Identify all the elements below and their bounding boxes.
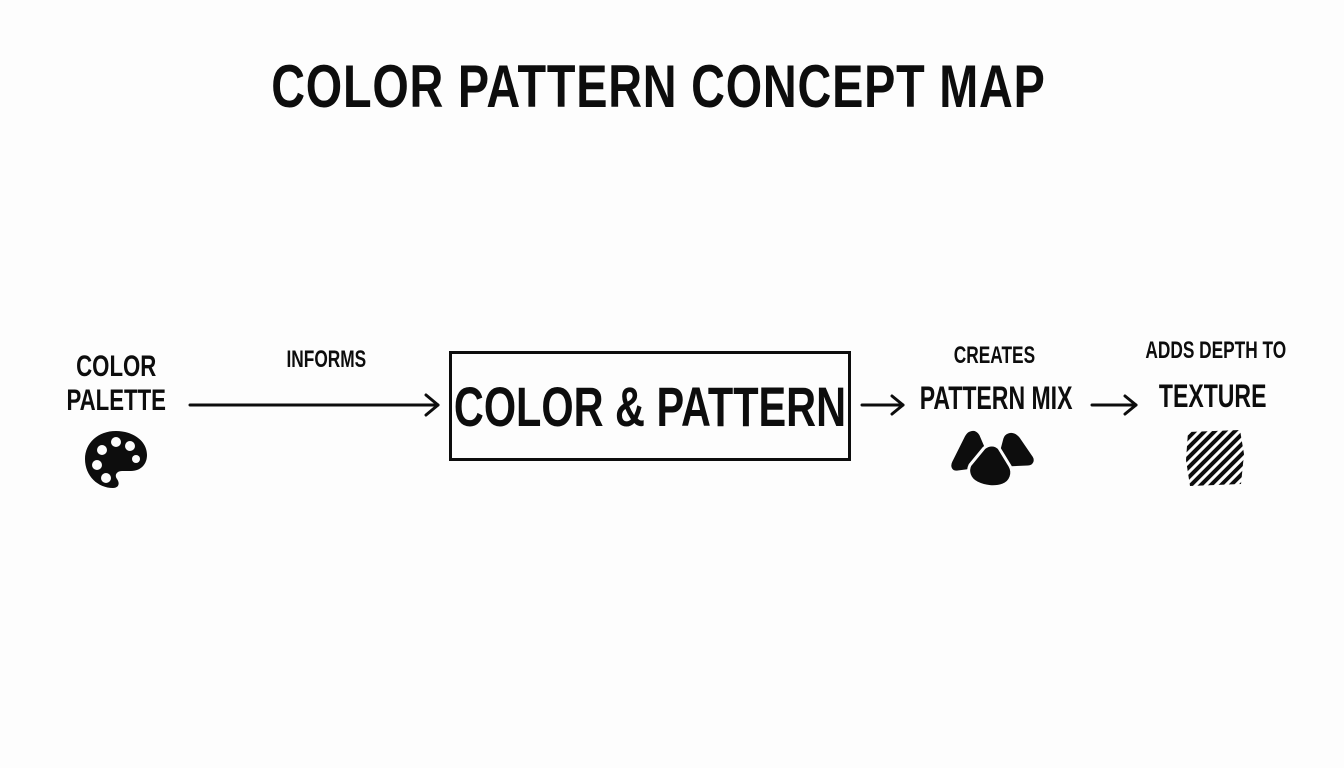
texture-text: TEXTURE: [1159, 378, 1267, 414]
pattern-mix-text: PATTERN MIX: [919, 380, 1073, 416]
diagram-title: COLOR PATTERN CONCEPT MAP: [270, 53, 1046, 120]
informs-text: INFORMS: [286, 346, 366, 373]
pattern-mix-shapes-icon: [948, 427, 1037, 489]
color-palette-text: COLOR PALETTE: [66, 350, 166, 417]
adds-depth-to-edge-label: ADDS DEPTH TO: [1118, 337, 1308, 365]
informs-edge-label: INFORMS: [256, 346, 396, 374]
creates-text: CREATES: [953, 342, 1035, 369]
arrow-pattern-mix-to-texture: [1090, 394, 1138, 416]
texture-label: TEXTURE: [1138, 378, 1288, 415]
arrow-palette-to-main: [188, 393, 440, 417]
color-and-pattern-node: COLOR & PATTERN: [449, 351, 851, 461]
creates-edge-label: CREATES: [924, 342, 1064, 370]
pattern-mix-label: PATTERN MIX: [890, 380, 1100, 417]
color-and-pattern-text: COLOR & PATTERN: [453, 374, 847, 438]
adds-depth-to-text: ADDS DEPTH TO: [1145, 337, 1287, 364]
palette-icon: [85, 431, 147, 488]
arrow-main-to-pattern-mix: [860, 394, 905, 416]
hatched-texture-icon: [1186, 430, 1244, 486]
diagram-title-container: COLOR PATTERN CONCEPT MAP: [0, 52, 1316, 121]
color-palette-label: COLOR PALETTE: [40, 350, 192, 418]
